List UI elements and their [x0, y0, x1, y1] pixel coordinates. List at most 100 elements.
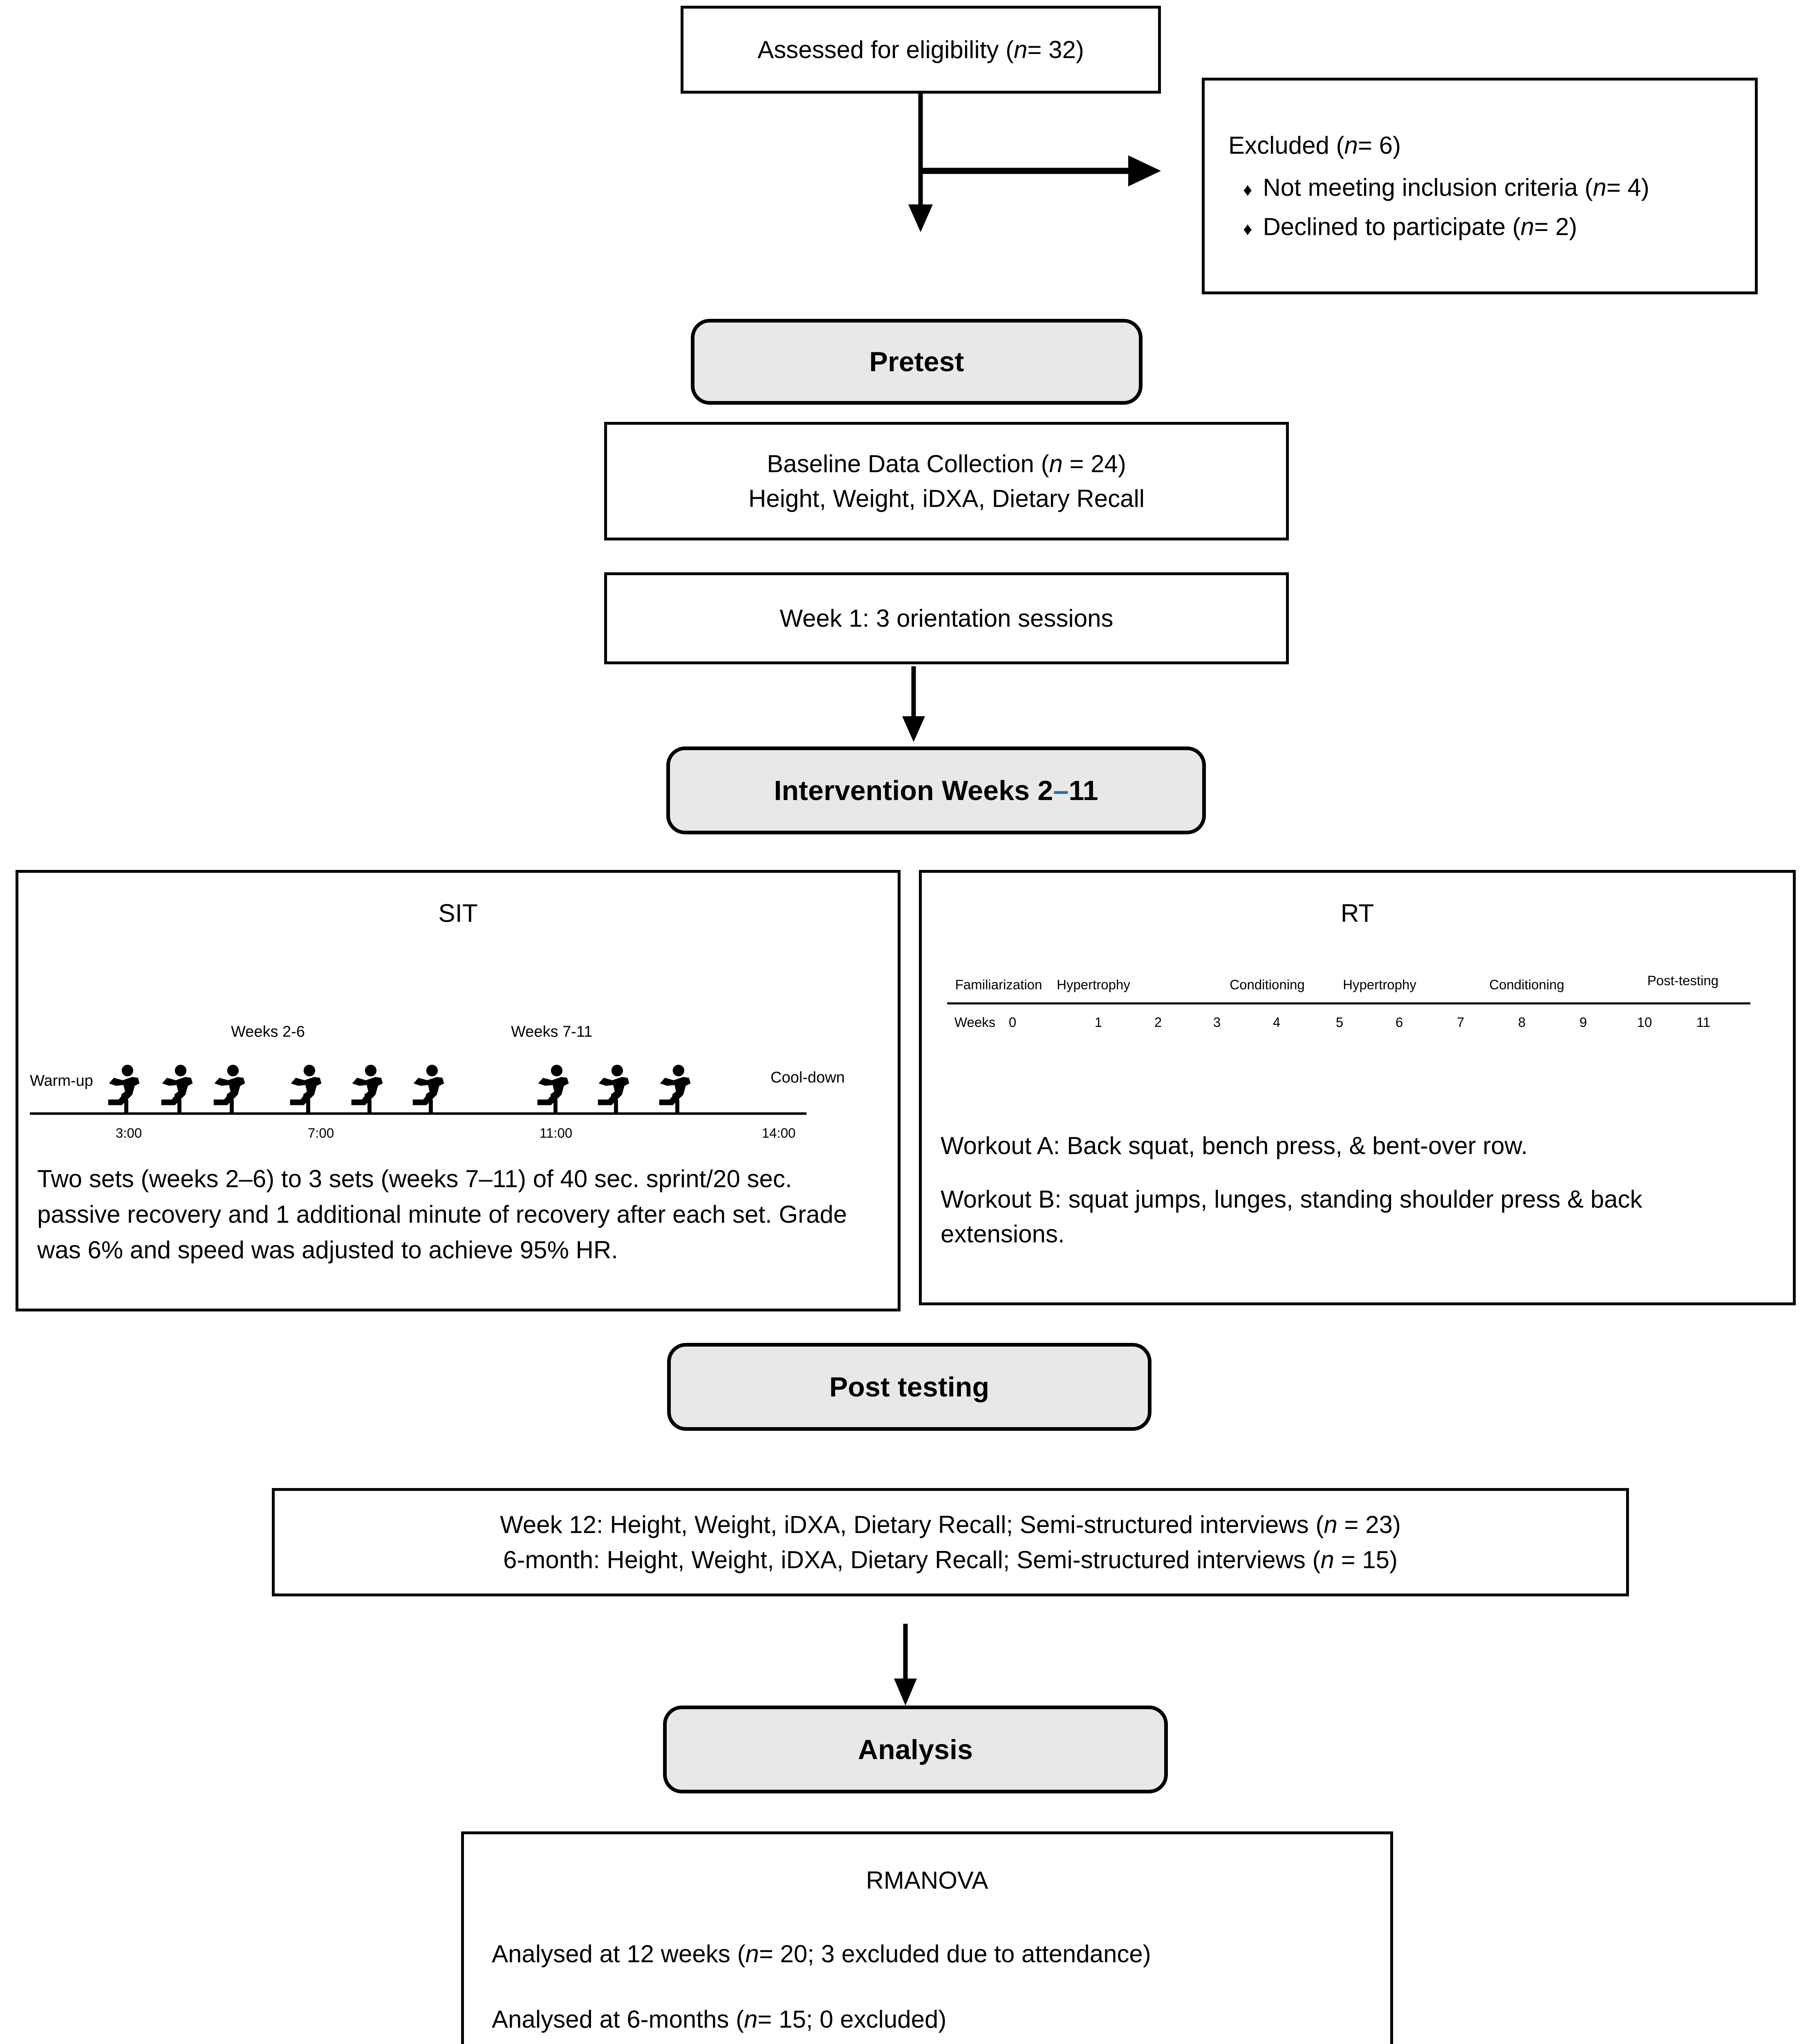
- rmanova-line2-before: Analysed at 6-months (: [492, 2006, 744, 2033]
- timeline-group-label-0: Weeks 2-6: [231, 1023, 305, 1040]
- post-testing-line-1: Week 12: Height, Weight, iDXA, Dietary R…: [500, 1507, 1401, 1542]
- rmanova-line-2: Analysed at 6-months (n= 15; 0 excluded): [492, 2002, 946, 2037]
- runner-icon: [108, 1065, 140, 1113]
- pretest-stage-box: Pretest: [691, 319, 1143, 405]
- timeline-tick-1: 7:00: [307, 1125, 334, 1141]
- excluded-title-after: = 6): [1358, 132, 1401, 159]
- baseline-line-1: Baseline Data Collection (n = 24): [767, 446, 1126, 481]
- post-testing-stage-box: Post testing: [667, 1343, 1152, 1431]
- analysis-label: Analysis: [858, 1734, 973, 1765]
- post-line1-after: = 23): [1337, 1511, 1401, 1539]
- rt-panel-title: RT: [1340, 899, 1374, 928]
- rt-week-8: 8: [1518, 1015, 1526, 1030]
- post-line2-after: = 15): [1334, 1546, 1398, 1573]
- runner-icon: [598, 1065, 630, 1113]
- runner-icon: [290, 1065, 322, 1113]
- baseline-line-2: Height, Weight, iDXA, Dietary Recall: [748, 485, 1145, 512]
- runner-icon: [659, 1065, 691, 1113]
- excluded-item-1-text: Declined to participate (n= 2): [1263, 209, 1577, 244]
- rt-phase-label-2: Conditioning: [1230, 977, 1305, 992]
- rmanova-title: RMANOVA: [866, 1867, 988, 1894]
- rt-periodization: Familiarization Hypertrophy Conditioning…: [922, 973, 1793, 1051]
- eligibility-text-before: Assessed for eligibility (: [757, 36, 1014, 63]
- rmanova-line-1: Analysed at 12 weeks (n= 20; 3 excluded …: [492, 1936, 1151, 1971]
- rt-week-5: 5: [1335, 1015, 1344, 1030]
- timeline-axis: [30, 1112, 807, 1115]
- sit-panel: SIT Warm-up Cool-down Weeks 2-6 Weeks 7-…: [16, 870, 901, 1311]
- rt-phase-label-5: Post-testing: [1647, 973, 1719, 988]
- excluded-box: Excluded (n= 6) ♦ Not meeting inclusion …: [1202, 78, 1758, 294]
- timeline-group-label-1: Weeks 7-11: [511, 1023, 593, 1040]
- assessed-for-eligibility-text: Assessed for eligibility (n= 32): [757, 32, 1084, 67]
- timeline-warmup-label: Warm-up: [30, 1072, 93, 1089]
- rt-week-7: 7: [1456, 1015, 1465, 1030]
- eligibility-text-after: = 32): [1027, 36, 1084, 63]
- rt-week-10: 10: [1637, 1015, 1652, 1030]
- intervention-label-after: 11: [1069, 775, 1098, 806]
- rt-week-9: 9: [1579, 1015, 1587, 1030]
- assessed-for-eligibility-box: Assessed for eligibility (n= 32): [681, 6, 1161, 94]
- runner-icon: [161, 1065, 193, 1113]
- rmanova-line2-n: n: [744, 2006, 758, 2033]
- rt-workout-b: Workout B: squat jumps, lunges, standing…: [941, 1186, 1642, 1248]
- rmanova-box: RMANOVA Analysed at 12 weeks (n= 20; 3 e…: [461, 1831, 1393, 2044]
- excluded-list-item-0: ♦ Not meeting inclusion criteria (n= 4): [1243, 170, 1649, 205]
- runner-icon: [351, 1065, 383, 1113]
- baseline-line1-n: n: [1049, 450, 1063, 477]
- posttest-to-analysis-arrow: [894, 1624, 917, 1706]
- eligibility-connector: [908, 93, 1161, 232]
- sit-panel-title: SIT: [438, 899, 478, 928]
- intervention-label-before: Intervention Weeks 2: [774, 775, 1053, 806]
- excluded-item-0-after: = 4): [1606, 174, 1649, 202]
- excluded-item-1-after: = 2): [1534, 213, 1577, 240]
- rt-week-1: 1: [1094, 1015, 1102, 1030]
- excluded-title-before: Excluded (: [1228, 132, 1344, 159]
- rt-week-3: 3: [1213, 1015, 1221, 1030]
- rmanova-line1-n: n: [745, 1940, 759, 1968]
- orientation-week-box: Week 1: 3 orientation sessions: [604, 572, 1289, 664]
- rmanova-line1-after: = 20; 3 excluded due to attendance): [759, 1940, 1151, 1968]
- baseline-line1-after: = 24): [1062, 450, 1126, 477]
- sit-description: Two sets (weeks 2–6) to 3 sets (weeks 7–…: [37, 1165, 847, 1264]
- intervention-label: Intervention Weeks 2–11: [774, 775, 1098, 807]
- rt-weeks-prefix: Weeks: [954, 1015, 996, 1030]
- intervention-label-dash: –: [1053, 775, 1069, 806]
- post-testing-label: Post testing: [829, 1371, 990, 1403]
- post-line1-n: n: [1324, 1511, 1338, 1539]
- excluded-item-0-text: Not meeting inclusion criteria (n= 4): [1263, 170, 1649, 205]
- rmanova-line2-after: = 15; 0 excluded): [757, 2006, 947, 2033]
- baseline-data-collection-box: Baseline Data Collection (n = 24) Height…: [604, 422, 1289, 540]
- rt-phase-label-3: Hypertrophy: [1343, 977, 1416, 992]
- excluded-item-0-before: Not meeting inclusion criteria (: [1263, 174, 1593, 202]
- diamond-bullet-icon: ♦: [1243, 180, 1252, 200]
- excluded-item-0-n: n: [1593, 174, 1606, 202]
- rt-panel: RT Familiarization Hypertrophy Condition…: [919, 870, 1796, 1305]
- pretest-label: Pretest: [869, 346, 964, 377]
- post-testing-line-2: 6-month: Height, Weight, iDXA, Dietary R…: [503, 1542, 1398, 1577]
- post-line1-before: Week 12: Height, Weight, iDXA, Dietary R…: [500, 1511, 1324, 1539]
- rt-phase-label-4: Conditioning: [1489, 977, 1564, 992]
- rt-week-0: 0: [1008, 1015, 1017, 1030]
- runner-icon: [412, 1065, 444, 1113]
- excluded-list-item-1: ♦ Declined to participate (n= 2): [1243, 209, 1577, 244]
- timeline-tick-3: 14:00: [762, 1125, 796, 1141]
- baseline-line1-before: Baseline Data Collection (: [767, 450, 1049, 477]
- rt-timeline-axis: [947, 1002, 1750, 1004]
- excluded-item-1-n: n: [1520, 213, 1535, 240]
- timeline-tick-0: 3:00: [115, 1125, 142, 1141]
- rmanova-line1-before: Analysed at 12 weeks (: [492, 1940, 746, 1968]
- post-line2-n: n: [1320, 1546, 1334, 1573]
- post-testing-details-box: Week 12: Height, Weight, iDXA, Dietary R…: [272, 1488, 1629, 1596]
- excluded-item-1-before: Declined to participate (: [1263, 213, 1521, 240]
- orientation-text: Week 1: 3 orientation sessions: [780, 604, 1113, 632]
- rt-workout-a: Workout A: Back squat, bench press, & be…: [941, 1132, 1528, 1159]
- timeline-tick-2: 11:00: [539, 1125, 573, 1141]
- excluded-title: Excluded (n= 6): [1228, 128, 1401, 163]
- orientation-to-intervention-arrow: [902, 666, 925, 742]
- runner-icon: [537, 1065, 569, 1113]
- rt-phase-label-0: Familiarization: [955, 977, 1042, 992]
- rt-week-6: 6: [1395, 1015, 1403, 1030]
- sit-timeline: Warm-up Cool-down Weeks 2-6 Weeks 7-11: [18, 1012, 898, 1141]
- rt-week-11: 11: [1696, 1015, 1711, 1030]
